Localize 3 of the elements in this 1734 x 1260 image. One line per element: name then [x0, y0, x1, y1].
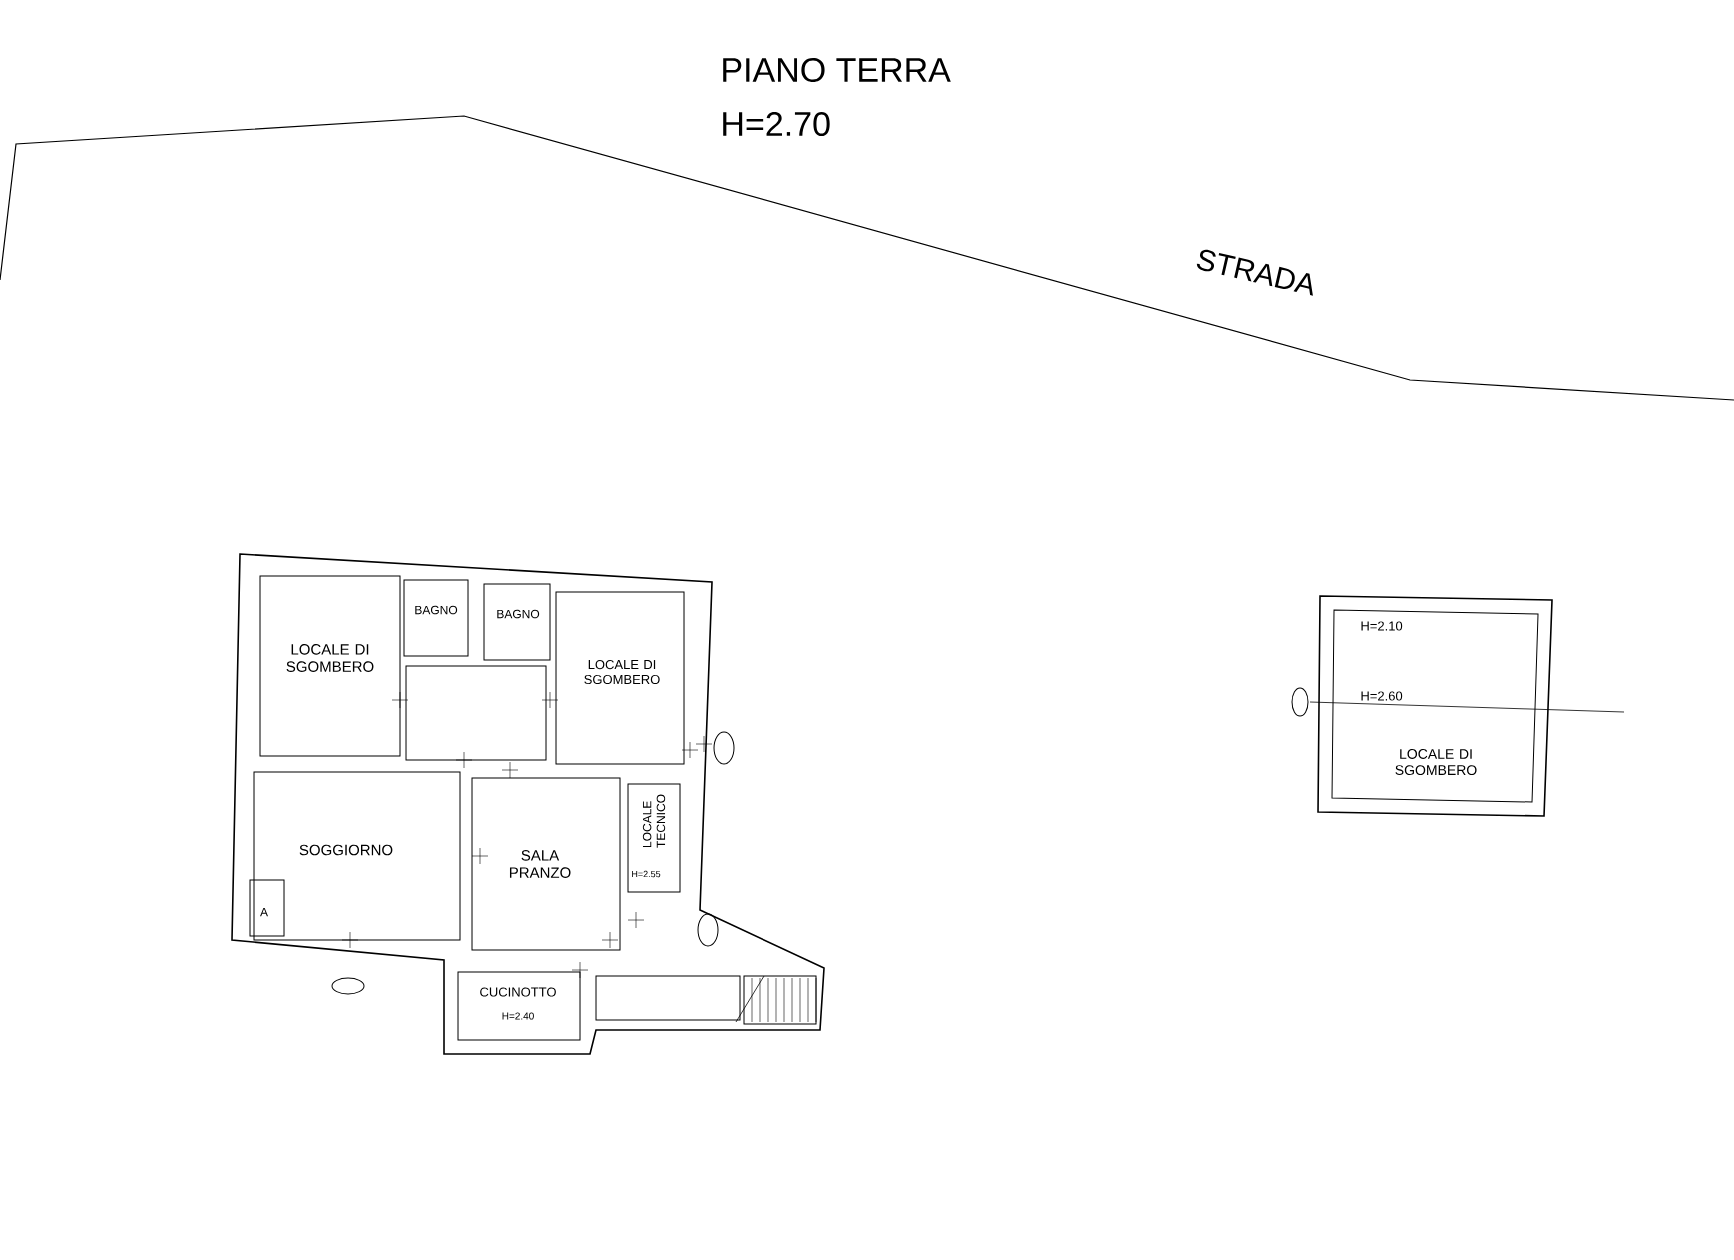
title: PIANO TERRA: [723, 57, 951, 83]
street-label: STRADA: [1196, 249, 1313, 296]
height-label: H=2.70: [723, 111, 830, 137]
